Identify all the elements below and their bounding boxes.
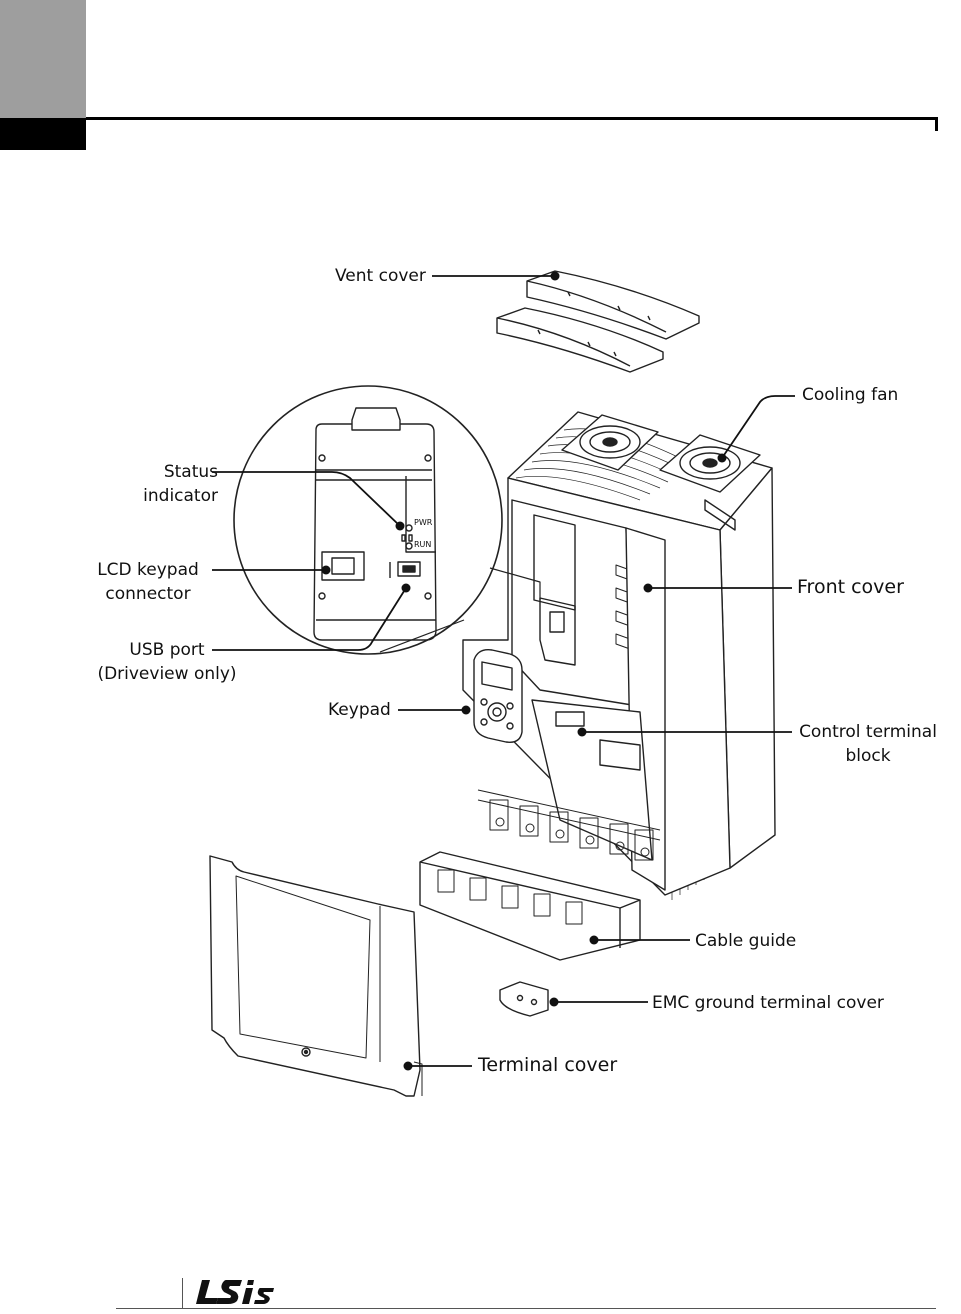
vent-cover-top — [526, 270, 700, 340]
header-rule — [86, 117, 938, 120]
inset-pwr-label: PWR — [414, 518, 433, 527]
label-status-indicator: Status indicator — [112, 460, 218, 508]
label-lcd-keypad-connector: LCD keypad connector — [90, 558, 206, 606]
label-vent-cover: Vent cover — [335, 266, 426, 286]
terminal-cover — [209, 855, 423, 1097]
vent-cover-bottom — [496, 307, 664, 373]
label-control-terminal-block-line2: block — [845, 746, 891, 766]
lcd-keypad-connector — [321, 551, 365, 581]
footer-rule — [116, 1308, 936, 1309]
cable-guide — [419, 851, 641, 961]
label-keypad: Keypad — [328, 700, 391, 720]
label-cable-guide: Cable guide — [695, 931, 797, 951]
label-cooling-fan: Cooling fan — [802, 385, 899, 405]
header-black-block — [0, 118, 86, 150]
cooling-fan-right — [659, 434, 761, 531]
ls-is-logo — [196, 1280, 274, 1304]
label-status-indicator-line2: indicator — [143, 486, 218, 506]
label-usb-port: USB port (Driveview only) — [92, 638, 242, 686]
label-control-terminal-block-line1: Control terminal — [799, 722, 937, 742]
label-lcd-keypad-connector-line2: connector — [105, 584, 191, 604]
label-status-indicator-line1: Status — [163, 462, 218, 482]
label-usb-port-line1: USB port — [129, 640, 205, 660]
inverter-body — [462, 411, 776, 900]
label-terminal-cover: Terminal cover — [478, 1054, 618, 1076]
label-lcd-keypad-connector-line1: LCD keypad — [97, 560, 199, 580]
header-gray-block — [0, 0, 86, 118]
front-cover-panel — [511, 499, 633, 706]
inset-run-label: RUN — [414, 540, 432, 549]
status-indicator-led-run — [405, 542, 413, 550]
detail-inset — [233, 385, 503, 655]
header-tick — [935, 117, 938, 131]
label-front-cover: Front cover — [797, 576, 904, 598]
label-control-terminal-block: Control terminal block — [795, 720, 941, 768]
emc-ground-terminal-cover — [499, 981, 549, 1017]
label-usb-port-line2: (Driveview only) — [97, 664, 237, 684]
keypad-device — [473, 649, 523, 743]
label-emc-ground-terminal-cover: EMC ground terminal cover — [652, 993, 884, 1013]
cooling-fan-left — [561, 414, 659, 471]
leader-lines — [212, 271, 795, 1071]
usb-port — [397, 561, 421, 577]
status-indicator-led-pwr — [405, 524, 413, 532]
footer-separator — [182, 1278, 183, 1308]
